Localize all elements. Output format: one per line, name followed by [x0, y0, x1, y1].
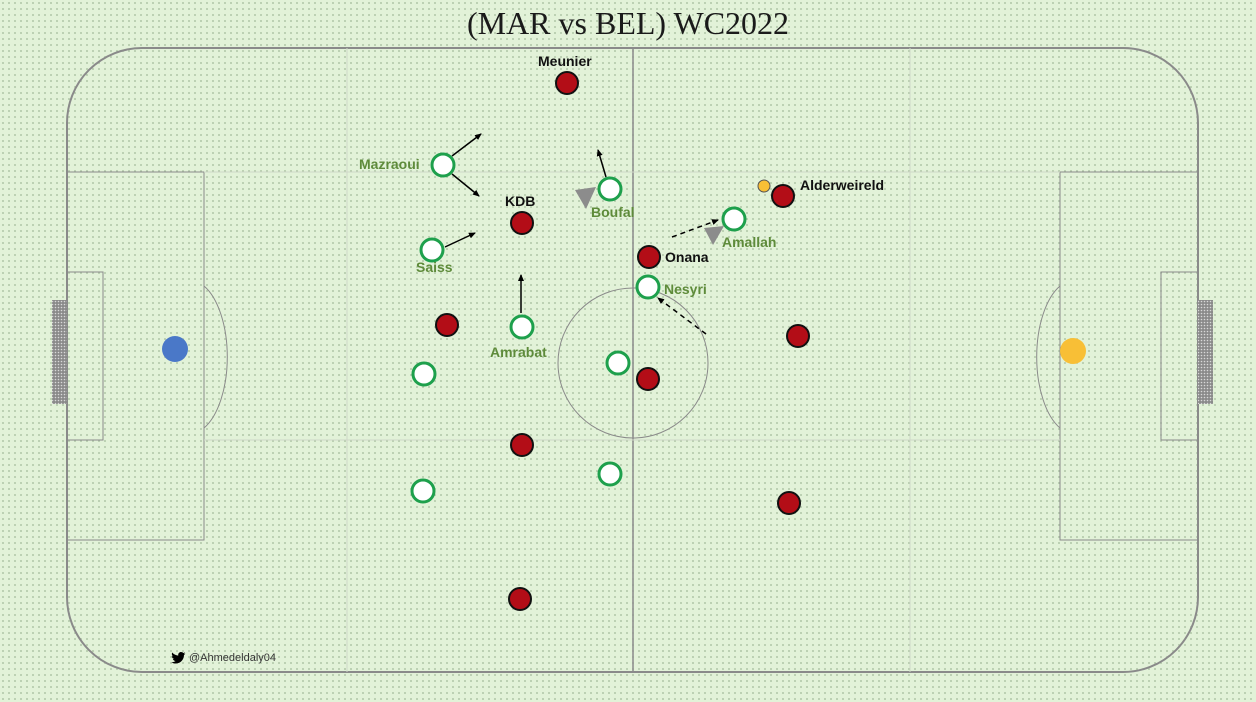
label-meunier: Meunier [538, 53, 592, 69]
zone-lines [204, 48, 1060, 672]
centre-circle [557, 287, 709, 439]
player-bel [510, 433, 534, 457]
arrow-mazraoui-down [451, 173, 480, 197]
belgium-players [435, 71, 810, 611]
pitch-markings [66, 47, 1199, 673]
player-mar-nesyri [635, 274, 661, 300]
player-mar-amallah [721, 206, 747, 232]
arrow-saiss [444, 232, 476, 248]
arrow-mazraoui-up [451, 133, 482, 157]
arrow-onana-pass [671, 219, 719, 238]
player-bel [777, 491, 801, 515]
player-mar [605, 350, 631, 376]
twitter-bird-icon [171, 652, 186, 664]
label-onana: Onana [665, 249, 709, 265]
player-bel-kdb [510, 211, 534, 235]
label-kdb: KDB [505, 193, 535, 209]
label-alderweireld: Alderweireld [800, 177, 884, 193]
label-saiss: Saiss [416, 259, 453, 275]
player-bel-alderweireld [771, 184, 795, 208]
player-mar [411, 361, 437, 387]
player-mar-boufal [597, 176, 623, 202]
player-bel [508, 587, 532, 611]
credit-handle: @Ahmedeldaly04 [189, 652, 276, 664]
player-mar-mazraoui [430, 152, 456, 178]
morocco-players [410, 152, 747, 504]
movement-arrows [444, 133, 719, 335]
right-penalty-arc [1036, 285, 1061, 429]
player-bel [636, 367, 660, 391]
label-boufal: Boufal [591, 204, 635, 220]
label-amallah: Amallah [722, 234, 776, 250]
right-goal-area [1160, 271, 1199, 441]
label-mazraoui: Mazraoui [359, 156, 420, 172]
credit: @Ahmedeldaly04 [171, 652, 276, 664]
triangle-marker-boufal [575, 187, 596, 209]
goalkeeper-right [1060, 338, 1086, 364]
player-bel-onana [637, 245, 661, 269]
player-mar-amrabat [509, 314, 535, 340]
label-amrabat: Amrabat [490, 344, 547, 360]
player-mar-saiss [419, 237, 445, 263]
left-goal-net [52, 300, 67, 404]
player-mar [410, 478, 436, 504]
label-nesyri: Nesyri [664, 281, 707, 297]
ball [757, 179, 771, 193]
triangle-marker-amallah [704, 226, 724, 245]
player-bel [786, 324, 810, 348]
player-bel-meunier [555, 71, 579, 95]
chart-title: (MAR vs BEL) WC2022 [466, 5, 790, 41]
arrow-nesyri-run [657, 297, 707, 335]
arrow-boufal [596, 149, 607, 178]
left-goal-area [66, 271, 104, 441]
player-bel [435, 313, 459, 337]
right-goal-net [1198, 300, 1213, 404]
goalkeeper-left [162, 336, 188, 362]
left-penalty-arc [203, 285, 228, 429]
player-mar [597, 461, 623, 487]
